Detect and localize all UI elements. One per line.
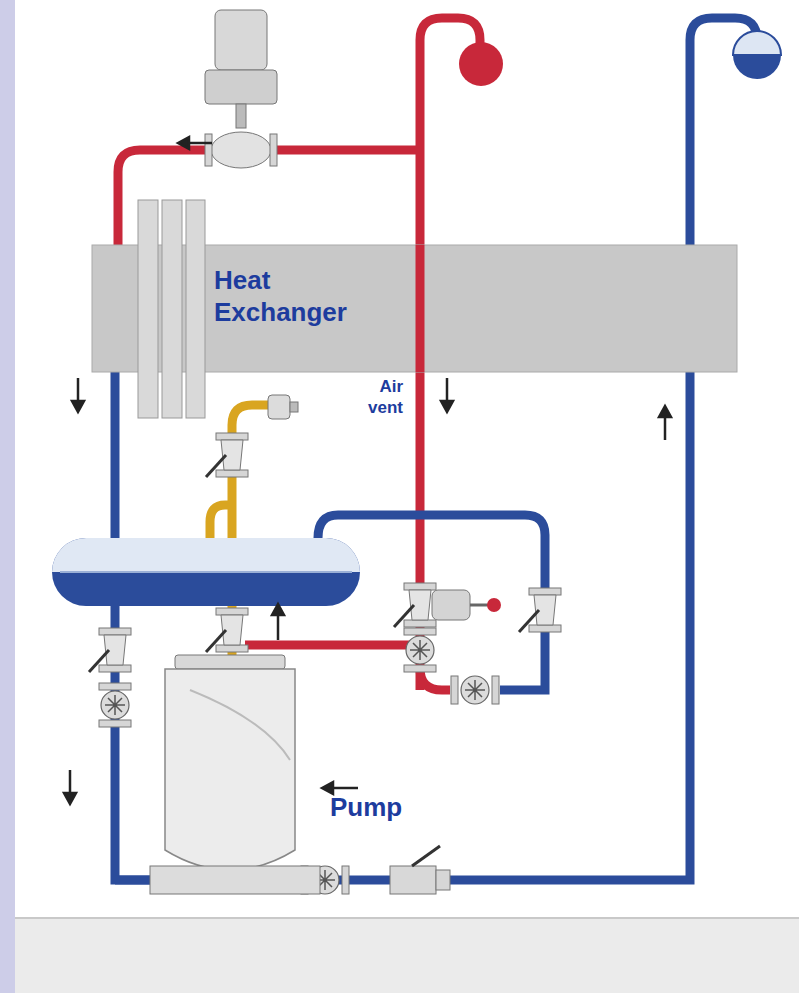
floor [15,918,799,993]
node-title: Pump [330,792,402,824]
air-vent [268,395,298,419]
isolation-valve [89,628,131,672]
pump-trap-valve [432,590,501,620]
receiver-tank [733,31,781,55]
floor-line [15,917,799,919]
condensate-connector [115,372,158,880]
check-valve [99,683,131,727]
isolation-valve [519,588,561,632]
control-valve [205,10,277,168]
pump-body [150,655,320,894]
check-valve [404,628,436,672]
heat-exchanger-node: Heat Exchanger [92,245,737,372]
flow-arrow [64,137,671,804]
isolation-valve [206,608,248,652]
pump-node: Pump [158,652,448,888]
condensate-pipe [115,18,757,880]
steam-trap [451,676,499,704]
receiver-tank-water [733,55,781,79]
ball-valve [390,846,450,894]
tube-plates [138,200,205,418]
panel [15,0,799,993]
steam-supply [459,42,503,86]
steam-pipe [416,245,425,372]
receiver [52,538,360,606]
isolation-valve [206,433,248,477]
isolation-valve [394,583,436,627]
node-title: Heat Exchanger [214,265,374,328]
part-label: Air vent [345,376,403,419]
